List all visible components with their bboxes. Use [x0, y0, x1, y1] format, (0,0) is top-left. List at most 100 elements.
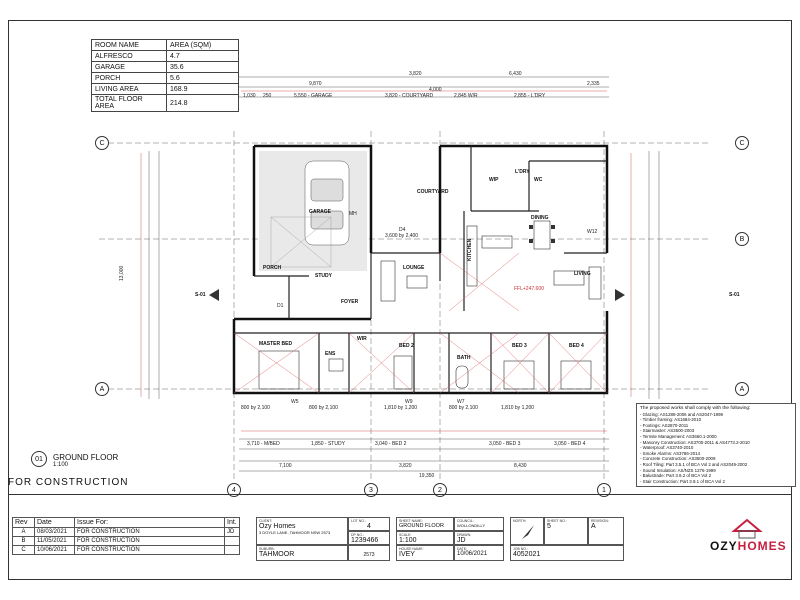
room-wc: WC: [534, 177, 543, 183]
dim-bottom-bed2: 3,040 - BED 2: [375, 441, 407, 447]
note-item: - Stair Construction: Part 3.9.1 of BCA …: [640, 478, 725, 484]
lot-value: 4: [367, 523, 371, 530]
dim-top-lndry: 2,855 - L'DRY: [514, 93, 546, 99]
revision-header: Date: [34, 517, 75, 528]
label-w5: W5: [291, 399, 299, 405]
drawn-value: JD: [457, 537, 466, 544]
job-no-cell: JOB NO.: 4052021: [510, 545, 624, 561]
view-title-text: GROUND FLOOR: [53, 453, 119, 462]
room-kitchen: KITCHEN: [467, 238, 473, 261]
dim-top-wir: 2,845 W/R: [454, 93, 478, 99]
dim-left-total: 13,000: [119, 265, 125, 281]
revision-cell: B: [12, 536, 35, 546]
sheet-no-cell: SHEET NO.: 5: [544, 517, 588, 545]
postcode-value: 2573: [363, 552, 375, 558]
postcode-cell: 2573: [348, 545, 390, 561]
dim-w-2: 800 by 2,100: [309, 405, 338, 411]
dim-bottom-7100: 7,100: [279, 463, 292, 469]
revision-cell: 11/05/2021: [34, 536, 75, 546]
revision-value: A: [591, 523, 596, 530]
room-living: LIVING: [574, 271, 591, 277]
drawn-cell: DRAWN: JD: [454, 531, 504, 545]
revision-cell: FOR CONSTRUCTION: [74, 545, 225, 555]
area-room-name: TOTAL FLOOR AREA: [91, 94, 167, 112]
suburb-label: SUBURB:: [259, 547, 275, 551]
logo-text: OZYHOMES: [710, 539, 787, 553]
note-item: - Balustrade: Part 3.9.2 of BCA Vol 2: [640, 473, 712, 479]
grid-a-right: A: [735, 382, 749, 396]
room-porch: PORCH: [263, 265, 282, 271]
revision-cell: [224, 536, 240, 546]
label-ffl: FFL+247.600: [514, 286, 544, 292]
dim-w-1: 800 by 2,100: [241, 405, 270, 411]
label-w12: W12: [587, 229, 598, 235]
client-label: CLIENT:: [259, 519, 273, 523]
revision-label: REVISION:: [591, 519, 609, 523]
room-courtyard: COURTYARD: [417, 189, 449, 195]
note-item: - Timber framing: AS1684-2010: [640, 417, 702, 423]
grid-1: 1: [597, 483, 611, 497]
suburb-value: TAHMOOR: [259, 551, 295, 558]
room-bed-2: BED 2: [399, 343, 414, 349]
job-no-label: JOB NO.:: [513, 547, 528, 551]
dim-bottom-bed4: 3,050 - BED 4: [554, 441, 586, 447]
house-logo-icon: [731, 518, 763, 539]
note-item: - Roof Tiling: Part 3.5.1 of BCA Vol 2 a…: [640, 461, 748, 467]
dim-bottom-bed3: 3,050 - BED 3: [489, 441, 521, 447]
date-label: DATE:: [457, 547, 468, 551]
sheet-name-label: SHEET NAME:: [399, 519, 423, 523]
note-item: - Glazing: AS1288-2006 and AS2047-1999: [640, 411, 723, 417]
dim-top-6: 2,335: [587, 81, 600, 87]
revision-cell: 08/03/2021: [34, 527, 75, 537]
note-item: - Concrete Construction: AS3600-2009: [640, 456, 716, 462]
room-laundry: L'DRY: [515, 169, 530, 175]
view-title: GROUND FLOOR 1:100: [53, 453, 118, 468]
client-value: Ozy Homes: [259, 523, 296, 530]
label-w7: W7: [457, 399, 465, 405]
section-marker-right: S-01: [729, 292, 740, 298]
note-item: - Waterproof: AS3740-2010: [640, 445, 694, 451]
room-bath: BATH: [457, 355, 471, 361]
dim-bottom-mbed: 3,710 - M/BED: [247, 441, 280, 447]
council-cell: COUNCIL: WOLLONDILLY: [454, 517, 504, 531]
council-label: COUNCIL:: [457, 519, 474, 523]
revision-cell: FOR CONSTRUCTION: [74, 536, 225, 546]
logo-ozy: OZY: [710, 539, 738, 553]
dim-top-5: 4,000: [429, 87, 442, 93]
north-label: NORTH:: [513, 519, 527, 523]
view-number: 01: [31, 451, 47, 467]
room-wip: WIP: [489, 177, 499, 183]
area-value: 214.8: [166, 94, 239, 112]
revision-header: Int.: [224, 517, 240, 528]
dim-w-5: 1,810 by 1,200: [501, 405, 535, 411]
sheet-name-cell: SHEET NAME: GROUND FLOOR: [396, 517, 454, 531]
for-construction-label: FOR CONSTRUCTION: [8, 477, 129, 488]
date-cell: DATE: 10/06/2021: [454, 545, 504, 561]
room-dining: DINING: [531, 215, 549, 221]
revision-cell: REVISION: A: [588, 517, 624, 545]
house-name-label: HOUSE NAME:: [399, 547, 424, 551]
dim-bottom-total: 19,350: [419, 473, 435, 479]
compliance-notes: The proposed works shall comply with the…: [636, 403, 796, 488]
dp-label: DP NO.:: [351, 533, 364, 537]
house-name-cell: HOUSE NAME: IVEY: [396, 545, 454, 561]
house-name-value: IVEY: [399, 551, 415, 558]
note-item: - Footings: AS2870-2011: [640, 422, 689, 428]
room-bed-3: BED 3: [512, 343, 527, 349]
label-d1: D1: [277, 303, 284, 309]
scale-label: SCALE:: [399, 533, 412, 537]
grid-c-right: C: [735, 136, 749, 150]
revision-cell: C: [12, 545, 35, 555]
note-item: - Stairmaster: AS3500-2003: [640, 428, 695, 434]
date-value: 10/06/2021: [457, 551, 488, 557]
view-scale: 1:100: [53, 462, 69, 468]
room-ensuite: ENS: [325, 351, 336, 357]
floor-plan: [99, 76, 709, 481]
